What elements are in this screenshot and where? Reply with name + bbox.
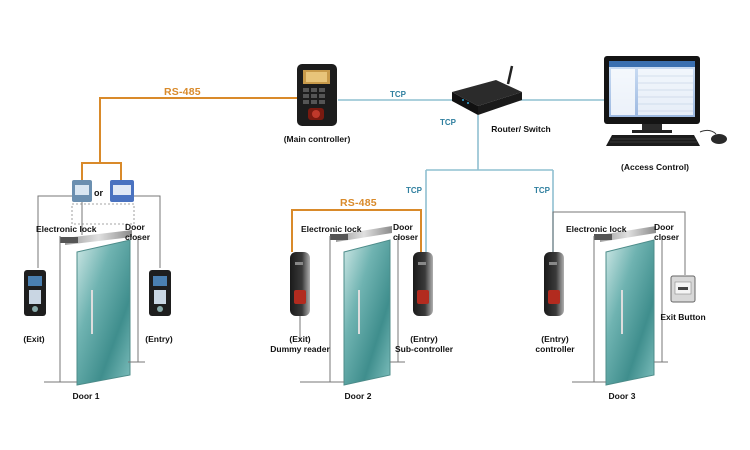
door1-electronic-lock-label: Electronic lock xyxy=(36,224,97,234)
door3-door-closer-label-1: Door xyxy=(654,222,674,232)
door2-entry-label-2: Sub-controller xyxy=(394,344,454,354)
access-control-pc xyxy=(604,56,727,146)
rs485-label-top: RS-485 xyxy=(164,86,201,98)
tcp-label-door3: TCP xyxy=(534,186,550,195)
or-label: or xyxy=(94,188,103,198)
door3-assembly xyxy=(544,211,696,386)
door2-exit-label-1: (Exit) xyxy=(289,334,311,344)
door1-glass xyxy=(76,239,131,386)
door1-exit-label: (Exit) xyxy=(23,334,45,344)
tcp-label-router: TCP xyxy=(440,118,456,127)
door1-door-closer-label-1: Door xyxy=(125,222,145,232)
rs485-label-door2: RS-485 xyxy=(340,197,377,209)
door2-door-closer-label-1: Door xyxy=(393,222,413,232)
door3-label: Door 3 xyxy=(608,391,636,401)
router-device xyxy=(452,65,522,115)
door3-glass xyxy=(605,239,655,386)
door2-glass xyxy=(343,239,391,386)
door2-entry-label-1: (Entry) xyxy=(410,334,438,344)
rs485-lines xyxy=(81,97,422,252)
door2-exit-dummy-reader xyxy=(290,252,310,316)
tcp-label-main: TCP xyxy=(390,90,406,99)
main-controller-label: (Main controller) xyxy=(283,134,351,144)
rs485-line-door2 xyxy=(291,209,422,252)
door2-exit-label-2: Dummy reader xyxy=(270,344,330,354)
tcp-label-door2: TCP xyxy=(406,186,422,195)
door3-exit-button-label: Exit Button xyxy=(660,312,706,322)
door3-door-closer-label-2: closer xyxy=(654,232,680,242)
router-switch-label: Router/ Switch xyxy=(491,124,551,134)
door1-door-closer-label-2: closer xyxy=(125,232,151,242)
door2-electronic-lock-label: Electronic lock xyxy=(301,224,362,234)
door3-entry-label-2: controller xyxy=(535,344,575,354)
rs485-line-split xyxy=(100,162,122,180)
door2-label: Door 2 xyxy=(344,391,372,401)
door1-exit-reader xyxy=(24,270,46,316)
door1-label: Door 1 xyxy=(72,391,100,401)
door3-electronic-lock-label: Electronic lock xyxy=(566,224,627,234)
rs485-line-top xyxy=(81,97,298,180)
access-control-label: (Access Control) xyxy=(620,162,690,172)
door2-assembly xyxy=(290,226,433,386)
door1-entry-reader xyxy=(149,270,171,316)
door3-entry-controller xyxy=(544,252,564,316)
door2-entry-sub-controller xyxy=(413,252,433,316)
door1-entry-label: (Entry) xyxy=(145,334,173,344)
door3-exit-button xyxy=(670,275,696,303)
main-controller-device xyxy=(297,64,337,126)
door1-assembly xyxy=(24,180,171,386)
tcp-lines xyxy=(338,99,604,252)
door3-entry-label-1: (Entry) xyxy=(541,334,569,344)
door2-door-closer-label-2: closer xyxy=(393,232,419,242)
